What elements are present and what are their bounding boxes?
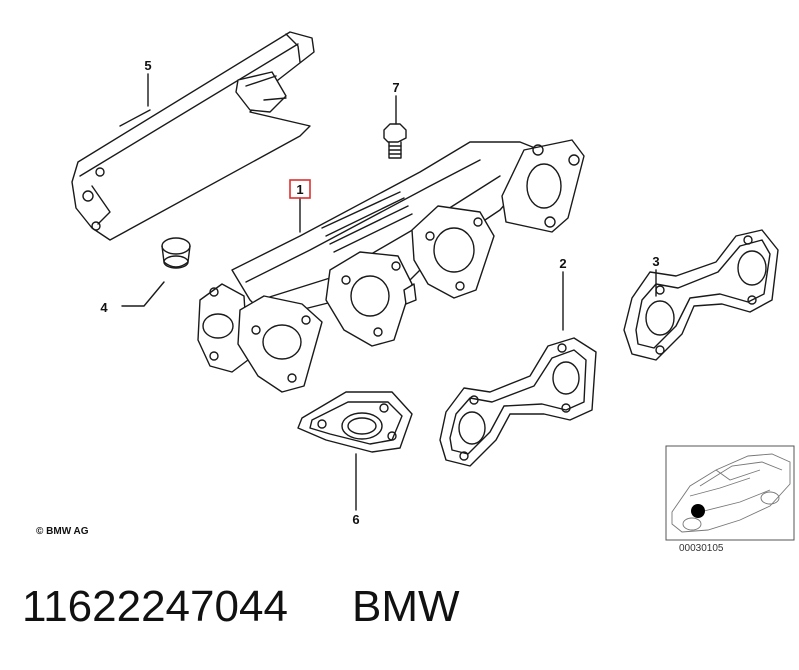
leader-line-4 xyxy=(121,281,165,307)
heat-shield-part xyxy=(71,31,315,241)
callout-7: 7 xyxy=(392,80,399,95)
gasket-2-part xyxy=(439,337,597,467)
gasket-6-part xyxy=(297,391,413,453)
brand-name: BMW xyxy=(352,582,460,631)
grommet-part xyxy=(161,237,191,269)
copyright-text: © BMW AG xyxy=(36,526,89,537)
exhaust-manifold-part xyxy=(197,139,585,393)
callout-2: 2 xyxy=(559,256,566,271)
highlight-box xyxy=(289,179,311,199)
gasket-3-part xyxy=(623,229,779,361)
callout-1: 1 xyxy=(296,182,303,197)
callout-6: 6 xyxy=(352,512,359,527)
location-dot xyxy=(691,504,705,518)
callout-3: 3 xyxy=(652,254,659,269)
part-number: 11622247044 xyxy=(22,582,288,631)
callout-5: 5 xyxy=(144,58,151,73)
inset-code: 00030105 xyxy=(679,543,724,554)
callout-4: 4 xyxy=(100,300,108,315)
bolt-part xyxy=(383,123,407,159)
car-locator-inset xyxy=(665,445,795,541)
